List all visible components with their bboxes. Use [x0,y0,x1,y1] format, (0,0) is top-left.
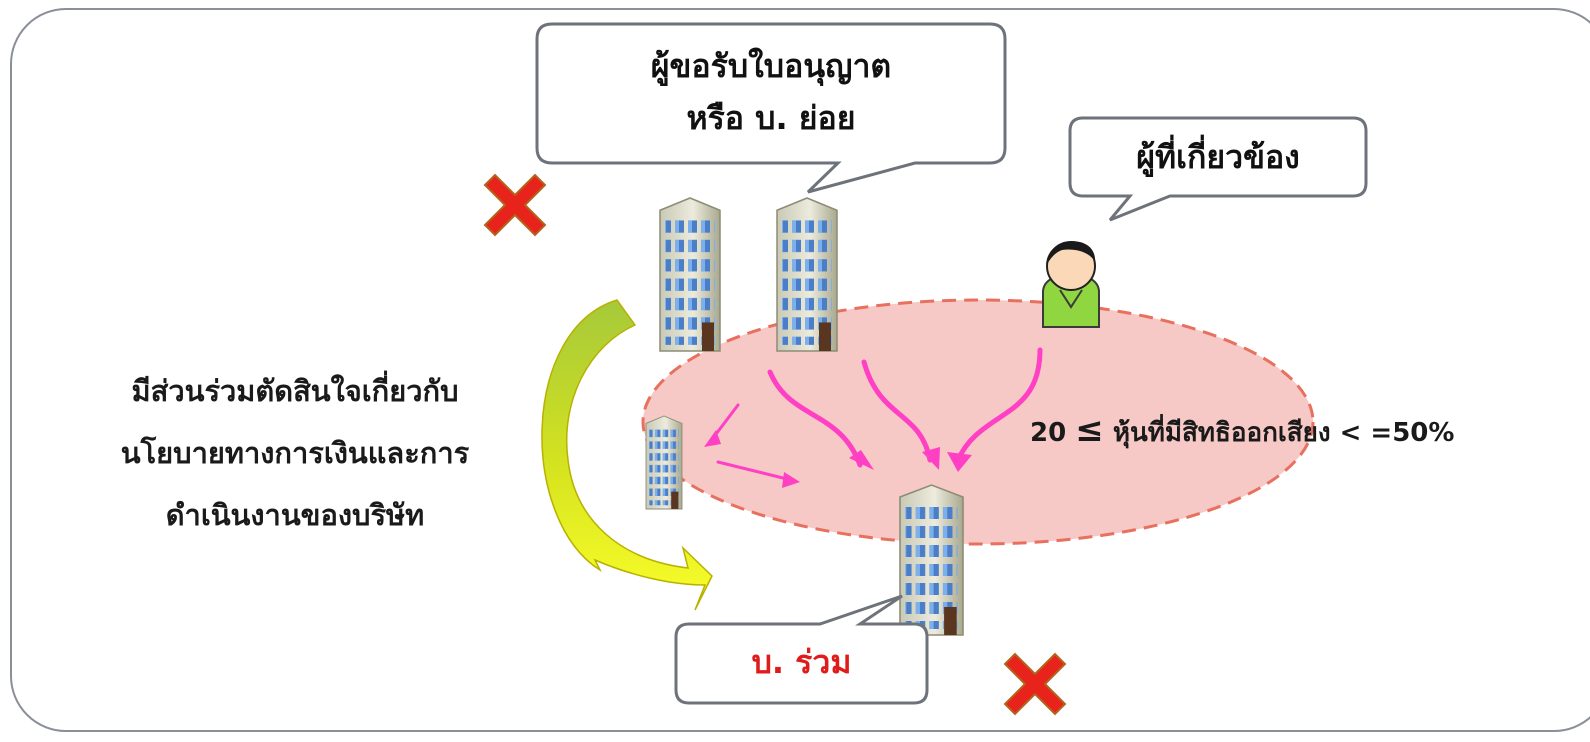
condition-text: หุ้นที่มีสิทธิออกเสียง < =50% [1112,418,1455,448]
callout-applicant-line1: ผู้ขอรับใบอนุญาต [650,47,892,85]
arrow-to-associate-1 [767,369,863,468]
participation-note: มีส่วนร่วมตัดสินใจเกี่ยวกับ นโยบายทางการ… [70,360,520,546]
building-applicant-2 [776,197,838,352]
building-applicant-1 [659,197,721,352]
building-associate [899,484,964,636]
cross-icon-bottom [1003,652,1067,716]
callout-applicant-bubble [535,22,1007,194]
building-subsidiary-small [645,415,683,510]
callout-related-bubble [1068,116,1368,222]
rounded-frame [10,8,1590,732]
influence-region [641,298,1315,546]
voting-share-condition: 20 ≤ หุ้นที่มีสิทธิออกเสียง < =50% [1030,412,1590,451]
pink-arrows [708,347,1043,483]
callout-applicant-line2: หรือ บ. ย่อย [686,99,856,137]
condition-symbol: ≤ [1075,410,1104,450]
cross-icon-top [483,173,547,237]
callout-related-text: ผู้ที่เกี่ยวข้อง [1136,138,1300,176]
arrow-small-2 [716,460,797,483]
person-icon [1042,241,1100,328]
callout-applicant-text: ผู้ขอรับใบอนุญาต หรือ บ. ย่อย [540,40,1002,144]
condition-prefix: 20 [1030,418,1067,448]
participation-note-line2: นโยบายทางการเงินและการ [120,436,470,470]
callout-associate-text: บ. ร่วม [751,643,852,681]
participation-note-line3: ดำเนินงานของบริษัท [165,498,425,532]
arrow-to-associate-3 [955,347,1043,463]
callout-associate-bubble [674,594,929,705]
arrow-to-associate-2 [861,359,933,463]
participation-note-line1: มีส่วนร่วมตัดสินใจเกี่ยวกับ [131,374,459,408]
participation-curve-arrow [541,299,713,611]
